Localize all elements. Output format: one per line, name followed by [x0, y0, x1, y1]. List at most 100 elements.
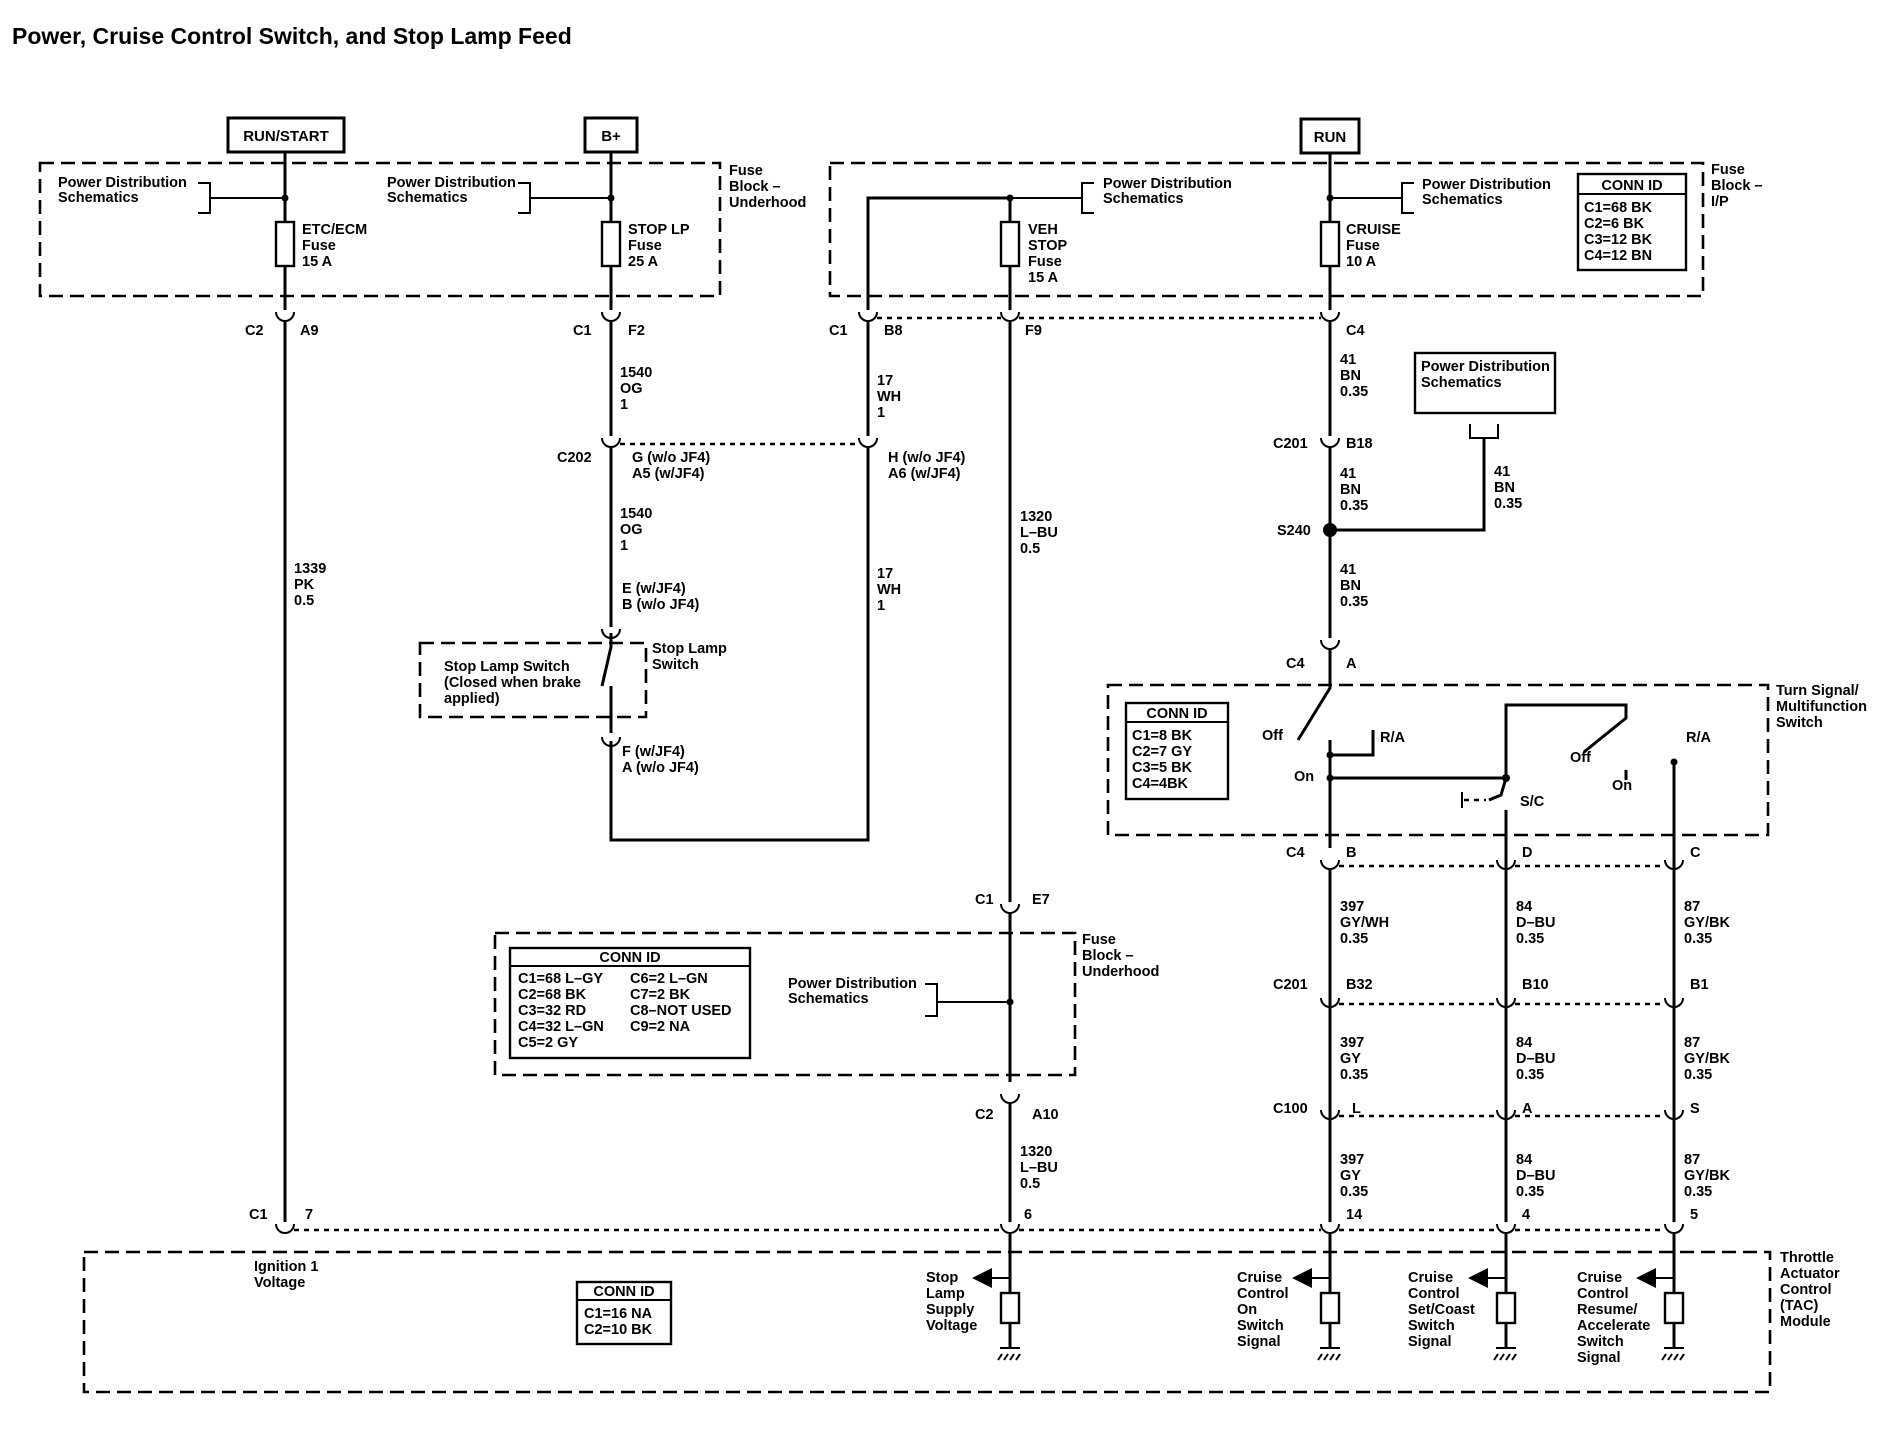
svg-text:R/A: R/A [1686, 730, 1712, 746]
connector-c1-e7 [1000, 903, 1020, 914]
svg-text:CONN ID: CONN ID [1601, 178, 1662, 194]
page-title: Power, Cruise Control Switch, and Stop L… [12, 23, 572, 49]
svg-text:B: B [1346, 845, 1356, 861]
svg-text:0.5: 0.5 [1020, 1176, 1040, 1192]
svg-text:1339: 1339 [294, 561, 326, 577]
svg-text:(TAC): (TAC) [1780, 1298, 1819, 1314]
svg-text:C1: C1 [829, 323, 848, 339]
svg-text:Cruise: Cruise [1577, 1270, 1622, 1286]
svg-text:0.35: 0.35 [1340, 384, 1368, 400]
svg-text:Control: Control [1577, 1286, 1629, 1302]
svg-text:GY/BK: GY/BK [1684, 915, 1730, 931]
svg-text:Multifunction: Multifunction [1776, 699, 1867, 715]
svg-text:BN: BN [1340, 578, 1361, 594]
svg-text:B10: B10 [1522, 977, 1549, 993]
svg-text:C2: C2 [245, 323, 264, 339]
fuse-block-underhood-top [38, 161, 722, 298]
svg-text:GY: GY [1340, 1051, 1361, 1067]
svg-text:On: On [1237, 1302, 1257, 1318]
svg-text:Block –: Block – [1711, 178, 1763, 194]
svg-text:4: 4 [1522, 1207, 1530, 1223]
svg-text:Switch: Switch [1408, 1318, 1455, 1334]
svg-text:Power Distribution: Power Distribution [1103, 176, 1232, 192]
svg-text:S/C: S/C [1520, 794, 1545, 810]
svg-text:15 A: 15 A [302, 254, 333, 270]
svg-text:GY: GY [1340, 1168, 1361, 1184]
svg-text:A9: A9 [300, 323, 319, 339]
svg-text:1320: 1320 [1020, 1144, 1052, 1160]
svg-text:7: 7 [305, 1207, 313, 1223]
source-run-start: RUN/START [226, 116, 346, 154]
svg-text:0.35: 0.35 [1340, 931, 1368, 947]
svg-text:C1=68 L–GY: C1=68 L–GY [518, 971, 603, 987]
svg-text:C1: C1 [975, 892, 994, 908]
svg-text:5: 5 [1690, 1207, 1698, 1223]
svg-text:1: 1 [877, 405, 885, 421]
connector-row-c100 [1320, 1109, 1684, 1120]
svg-text:0.35: 0.35 [1516, 1067, 1544, 1083]
svg-text:H (w/o JF4): H (w/o JF4) [888, 450, 966, 466]
svg-text:C3=12 BK: C3=12 BK [1584, 232, 1653, 248]
svg-text:Cruise: Cruise [1237, 1270, 1282, 1286]
svg-text:GY/WH: GY/WH [1340, 915, 1389, 931]
svg-text:Switch: Switch [1776, 715, 1823, 731]
svg-text:41: 41 [1340, 466, 1356, 482]
tac-stop-lamp-circuit: Stop Lamp Supply Voltage [926, 1234, 1021, 1361]
svg-text:Switch: Switch [652, 657, 699, 673]
svg-text:C202: C202 [557, 450, 592, 466]
svg-text:GY/BK: GY/BK [1684, 1168, 1730, 1184]
wire-41-mid: 41 BN 0.35 [1340, 466, 1368, 514]
svg-text:84: 84 [1516, 1152, 1532, 1168]
svg-text:87: 87 [1684, 1035, 1700, 1051]
svg-text:C1=68 BK: C1=68 BK [1584, 200, 1653, 216]
source-b-plus: B+ [583, 116, 639, 154]
svg-text:C4=12 BN: C4=12 BN [1584, 248, 1652, 264]
conn-id-table-turn-signal: CONN ID C1=8 BK C2=7 GY C3=5 BK C4=4BK [1124, 701, 1230, 801]
svg-text:0.35: 0.35 [1684, 931, 1712, 947]
svg-text:10 A: 10 A [1346, 254, 1377, 270]
svg-text:B (w/o JF4): B (w/o JF4) [622, 597, 700, 613]
svg-text:A (w/o JF4): A (w/o JF4) [622, 760, 699, 776]
svg-text:C201: C201 [1273, 436, 1308, 452]
svg-text:C3=5 BK: C3=5 BK [1132, 760, 1193, 776]
fuse-block-underhood-lower: Fuse Block – Underhood [493, 931, 1159, 1077]
wire-41-top: 41 BN 0.35 [1340, 352, 1368, 400]
svg-text:On: On [1612, 778, 1632, 794]
svg-text:G (w/o JF4): G (w/o JF4) [632, 450, 710, 466]
svg-text:1320: 1320 [1020, 509, 1052, 525]
svg-text:41: 41 [1340, 352, 1356, 368]
svg-text:1: 1 [620, 397, 628, 413]
wire-1320-lower: 1320 L–BU 0.5 [1020, 1144, 1058, 1192]
svg-text:Underhood: Underhood [729, 195, 806, 211]
svg-text:1540: 1540 [620, 365, 652, 381]
fuse-block-ip-label: Fuse Block – I/P [1711, 162, 1763, 210]
svg-text:0.35: 0.35 [1340, 1067, 1368, 1083]
svg-text:C1: C1 [573, 323, 592, 339]
svg-text:17: 17 [877, 566, 893, 582]
svg-text:L–BU: L–BU [1020, 525, 1058, 541]
fuse-stop-lp: STOP LP Fuse 25 A [600, 220, 690, 270]
svg-text:0.5: 0.5 [1020, 541, 1040, 557]
conn-id-table-ip: CONN ID C1=68 BK C2=6 BK C3=12 BK C4=12 … [1576, 172, 1688, 272]
svg-text:0.35: 0.35 [1516, 1184, 1544, 1200]
svg-text:E7: E7 [1032, 892, 1050, 908]
svg-text:Signal: Signal [1408, 1334, 1452, 1350]
svg-text:D–BU: D–BU [1516, 915, 1555, 931]
svg-text:87: 87 [1684, 1152, 1700, 1168]
tac-cruise-resume-circuit: Cruise Control Resume/ Accelerate Switch… [1577, 1234, 1685, 1366]
svg-text:87: 87 [1684, 899, 1700, 915]
svg-text:Schematics: Schematics [387, 190, 468, 206]
svg-text:17: 17 [877, 373, 893, 389]
wire-84-upper: 84 D–BU 0.35 [1516, 899, 1555, 947]
fuse-cruise: CRUISE Fuse 10 A [1319, 220, 1401, 270]
svg-text:C2=6 BK: C2=6 BK [1584, 216, 1645, 232]
svg-text:Control: Control [1780, 1282, 1832, 1298]
svg-text:41: 41 [1340, 562, 1356, 578]
wire-84-mid: 84 D–BU 0.35 [1516, 1035, 1555, 1083]
svg-text:Schematics: Schematics [788, 991, 869, 1007]
svg-text:B18: B18 [1346, 436, 1373, 452]
svg-text:Voltage: Voltage [254, 1275, 305, 1291]
svg-text:C4=32 L–GN: C4=32 L–GN [518, 1019, 604, 1035]
svg-text:Power Distribution: Power Distribution [1421, 359, 1550, 375]
wire-1339: 1339 PK 0.5 [294, 561, 326, 609]
